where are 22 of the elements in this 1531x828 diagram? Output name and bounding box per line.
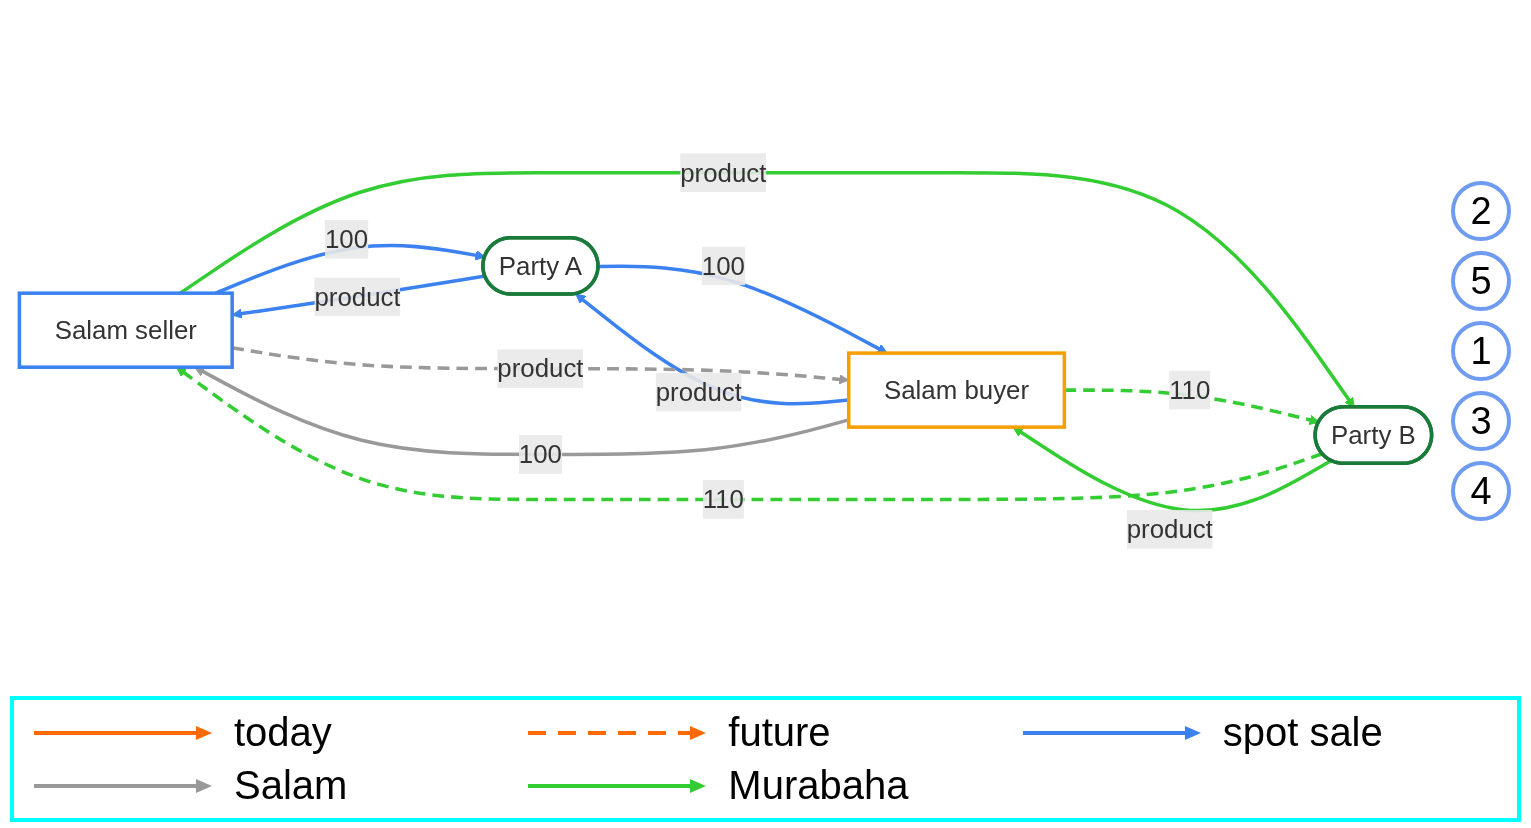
legend-label: spot sale	[1222, 710, 1383, 755]
callout-number: 4	[1451, 461, 1511, 521]
edge-label: product	[497, 353, 584, 384]
callout-number: 2	[1451, 181, 1511, 241]
edge-label: product	[655, 377, 742, 407]
callout-number: 3	[1451, 391, 1511, 451]
edge-label: 110	[1169, 375, 1211, 405]
edge-label: product	[1126, 514, 1213, 544]
legend-label: today	[234, 710, 332, 755]
edge-label: 100	[701, 251, 745, 281]
node-box: Salam buyer	[846, 351, 1067, 429]
edge-label: 100	[324, 224, 369, 254]
legend-label: Salam	[234, 763, 348, 808]
node-box: Salam seller	[17, 291, 234, 369]
legend-label: future	[728, 710, 831, 755]
callout-number: 5	[1451, 251, 1511, 311]
edge-label: product	[680, 158, 767, 188]
edge-label: 110	[702, 484, 744, 515]
legend-label: Murabaha	[728, 763, 909, 808]
edge-label: 100	[518, 439, 563, 470]
callout-number: 1	[1451, 321, 1511, 381]
edge-label: product	[314, 282, 401, 312]
